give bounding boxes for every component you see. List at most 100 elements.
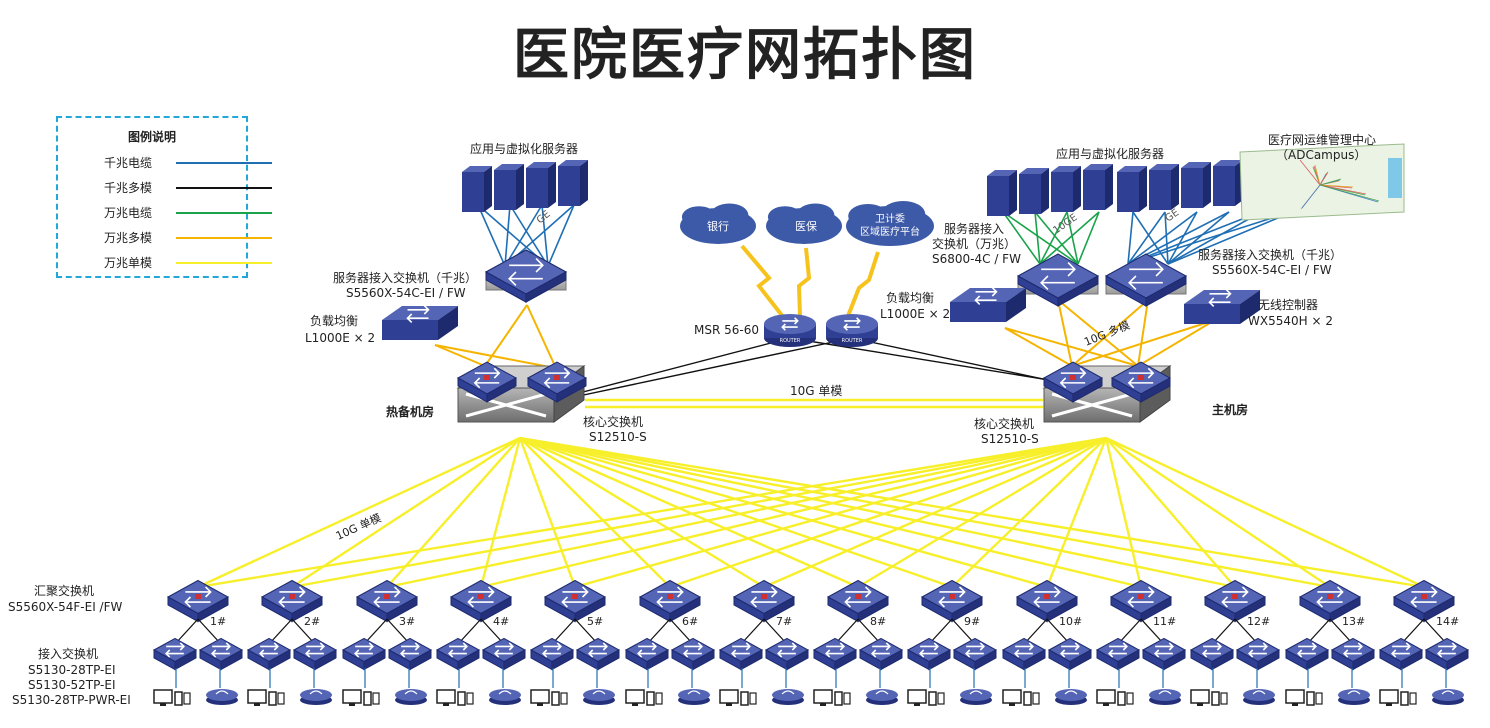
aggregation-switch	[638, 579, 702, 623]
server-front	[526, 168, 548, 208]
multimode-link	[1071, 299, 1149, 367]
arrows-glyph	[305, 642, 325, 658]
tengig-copper-link	[1002, 211, 1079, 265]
arrows-glyph	[1060, 642, 1080, 658]
arrows-glyph	[781, 317, 799, 331]
tablet-icon	[1126, 692, 1134, 705]
monitor-stand	[443, 703, 449, 706]
aggregation-switch	[826, 579, 890, 623]
endpoint-pc	[436, 689, 474, 706]
arrows-glyph	[683, 642, 703, 658]
left-lb-model: L1000E × 2	[305, 331, 376, 345]
wifi-icon	[309, 690, 323, 695]
monitor-stand	[349, 703, 355, 706]
phone-icon	[457, 691, 466, 706]
left-server-switch-model: S5560X-54C-EI / FW	[346, 286, 466, 300]
switch-side	[646, 649, 669, 671]
aggregation-access-link	[1212, 618, 1236, 644]
arrows-glyph	[494, 642, 514, 658]
single-mode-link	[951, 437, 1107, 588]
switch-led	[1138, 594, 1144, 599]
switch-side	[409, 649, 432, 671]
switch-led	[1070, 375, 1076, 380]
dashboard-line	[1314, 164, 1321, 186]
left-lb-label: 负载均衡	[310, 314, 359, 328]
arrows-glyph	[1108, 642, 1128, 658]
single-mode-link	[519, 436, 953, 589]
monitor-screen	[1002, 689, 1022, 704]
wireless-ap-icon	[395, 689, 427, 705]
tengig-copper-link	[1002, 211, 1041, 265]
wifi-icon	[687, 690, 701, 695]
server-side	[580, 160, 588, 206]
arrows-glyph	[1154, 642, 1174, 658]
cloud-puff	[881, 201, 926, 227]
arrows-glyph	[825, 642, 845, 658]
server-side	[1009, 170, 1017, 216]
arrows-glyph	[543, 367, 571, 389]
arrows-glyph	[938, 586, 966, 608]
monitor-stand	[1386, 703, 1392, 706]
monitor-screen	[907, 689, 927, 704]
gigabit-copper-link	[1167, 211, 1230, 265]
wireless-controller-model: WX5540H × 2	[1248, 314, 1333, 328]
switch-side	[1352, 649, 1375, 671]
aggregation-access-link	[1307, 618, 1331, 644]
tablet-icon	[466, 692, 474, 705]
dashboard-legend	[1388, 158, 1402, 198]
switch-led	[949, 594, 955, 599]
cloud-bank	[680, 203, 756, 244]
cloud-puff	[710, 203, 749, 227]
phone-icon	[740, 691, 749, 706]
legend-row-tengig-singlemode: 万兆单模	[58, 254, 272, 274]
legend-row-gigabit-multimode: 千兆多模	[58, 179, 272, 199]
arrows-glyph	[1437, 642, 1457, 658]
aggregation-access-link	[669, 618, 693, 644]
switch-side	[1069, 649, 1092, 671]
switch-side	[314, 649, 337, 671]
right-lb-label: 负载均衡	[886, 291, 935, 305]
endpoint-pc	[813, 689, 851, 706]
gigabit-copper-link	[1127, 211, 1198, 265]
server-tower	[526, 162, 556, 208]
monitor-screen	[719, 689, 739, 704]
aggregation-switch	[166, 579, 230, 623]
aggregation-access-link	[291, 618, 315, 644]
switch-side	[503, 649, 526, 671]
server-top	[462, 166, 492, 172]
tablet-icon	[1409, 692, 1417, 705]
arrows-glyph	[1316, 586, 1344, 608]
switch-side	[268, 649, 291, 671]
server-side	[548, 162, 556, 208]
multimode-link	[1137, 299, 1149, 367]
aggregation-id: 1#	[210, 615, 226, 628]
right-core-card	[1042, 361, 1104, 403]
server-top	[1019, 168, 1049, 174]
router-tag: ROUTER	[780, 338, 801, 344]
switch-led	[572, 594, 578, 599]
arrows-glyph	[400, 642, 420, 658]
wireless-ap-icon	[1149, 689, 1181, 705]
switch-side	[597, 649, 620, 671]
access-switch	[387, 637, 433, 671]
aggregation-access-link	[386, 618, 410, 644]
switch-side	[928, 649, 951, 671]
router-1: ROUTER	[764, 314, 816, 347]
single-mode-link	[1105, 437, 1236, 588]
monitor-screen	[813, 689, 833, 704]
endpoint-pc	[1285, 689, 1323, 706]
router-core-link	[559, 337, 853, 401]
switch-led	[761, 594, 767, 599]
single-mode-link	[386, 437, 521, 588]
access-switch	[812, 637, 858, 671]
phone-icon	[1211, 691, 1220, 706]
endpoint-pc	[1190, 689, 1228, 706]
aggregation-access-link	[197, 618, 221, 644]
multimode-link	[1004, 327, 1073, 367]
left-servers-label: 应用与虚拟化服务器	[470, 142, 579, 156]
access-switch	[1001, 637, 1047, 671]
single-mode-link	[197, 436, 1107, 589]
single-mode-link	[291, 436, 521, 589]
arrows-glyph	[373, 586, 401, 608]
cloud-health-sublabel: 区域医疗平台	[860, 225, 920, 238]
